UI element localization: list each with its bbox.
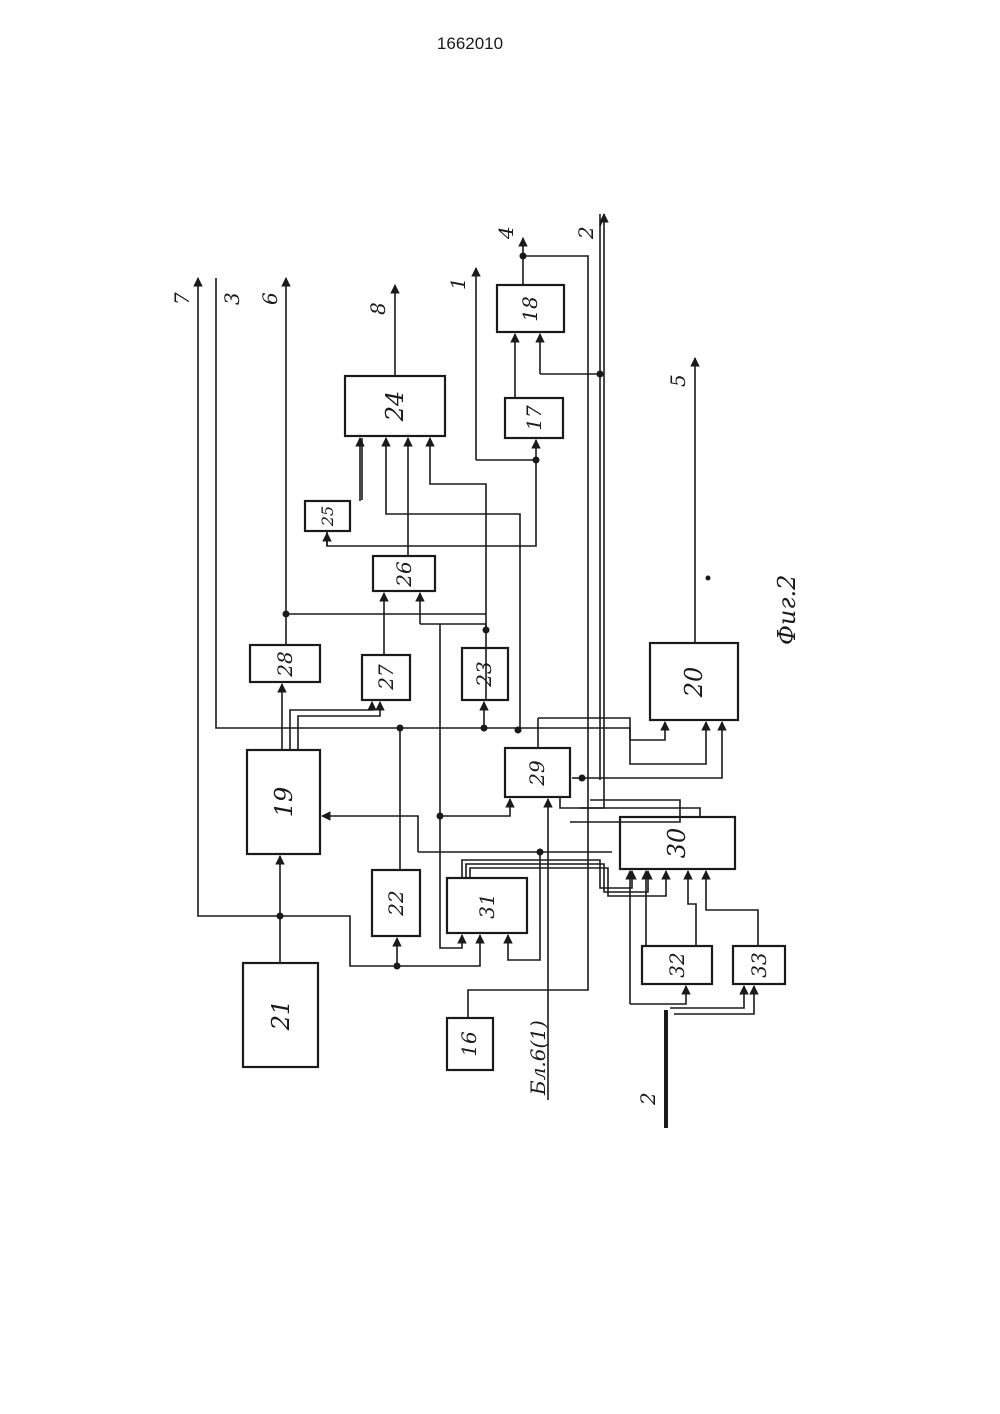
- output-label-1: 1: [446, 277, 470, 290]
- svg-text:27: 27: [374, 664, 398, 691]
- input-label-bl6: Бл.6(1): [526, 1020, 550, 1096]
- block-19: 19: [247, 750, 320, 854]
- svg-text:29: 29: [525, 760, 549, 787]
- svg-text:28: 28: [273, 651, 297, 677]
- output-label-8: 8: [366, 302, 390, 315]
- svg-text:32: 32: [665, 952, 689, 977]
- block-20: 20: [650, 643, 738, 720]
- svg-text:30: 30: [663, 828, 691, 859]
- block-30: 30: [620, 817, 735, 869]
- block-16: 16: [447, 1018, 493, 1070]
- svg-text:21: 21: [267, 1000, 295, 1032]
- block-24: 24: [345, 376, 445, 436]
- block-32: 32: [642, 946, 712, 984]
- output-label-2: 2: [574, 226, 598, 240]
- svg-text:24: 24: [381, 391, 409, 423]
- svg-text:18: 18: [518, 296, 542, 321]
- output-label-3: 3: [220, 292, 244, 305]
- svg-text:26: 26: [392, 561, 416, 588]
- block-33: 33: [733, 946, 785, 984]
- svg-text:16: 16: [457, 1031, 481, 1057]
- output-label-4: 4: [494, 226, 518, 240]
- block-26: 26: [373, 556, 435, 591]
- svg-text:25: 25: [318, 506, 337, 527]
- block-23: 23: [462, 648, 508, 700]
- block-25: 25: [305, 501, 350, 531]
- input-label-2: 2: [636, 1092, 660, 1106]
- svg-text:22: 22: [384, 890, 408, 916]
- figure-caption: Фиг.2: [773, 575, 801, 645]
- svg-text:31: 31: [475, 893, 499, 918]
- svg-text:20: 20: [680, 667, 708, 699]
- output-label-7: 7: [170, 292, 194, 305]
- block-18: 18: [497, 285, 564, 332]
- output-label-5: 5: [666, 374, 690, 387]
- block-28: 28: [250, 645, 320, 682]
- block-29: 29: [505, 748, 570, 797]
- block-31: 31: [447, 878, 527, 933]
- svg-text:23: 23: [472, 661, 496, 687]
- output-label-6: 6: [258, 292, 282, 305]
- block-21: 21: [243, 963, 318, 1067]
- svg-text:19: 19: [270, 787, 298, 818]
- print-speck: [706, 576, 711, 581]
- svg-text:33: 33: [747, 952, 771, 977]
- block-17: 17: [505, 398, 563, 438]
- block-22: 22: [372, 870, 420, 936]
- svg-text:17: 17: [522, 405, 546, 431]
- block-27: 27: [362, 655, 410, 700]
